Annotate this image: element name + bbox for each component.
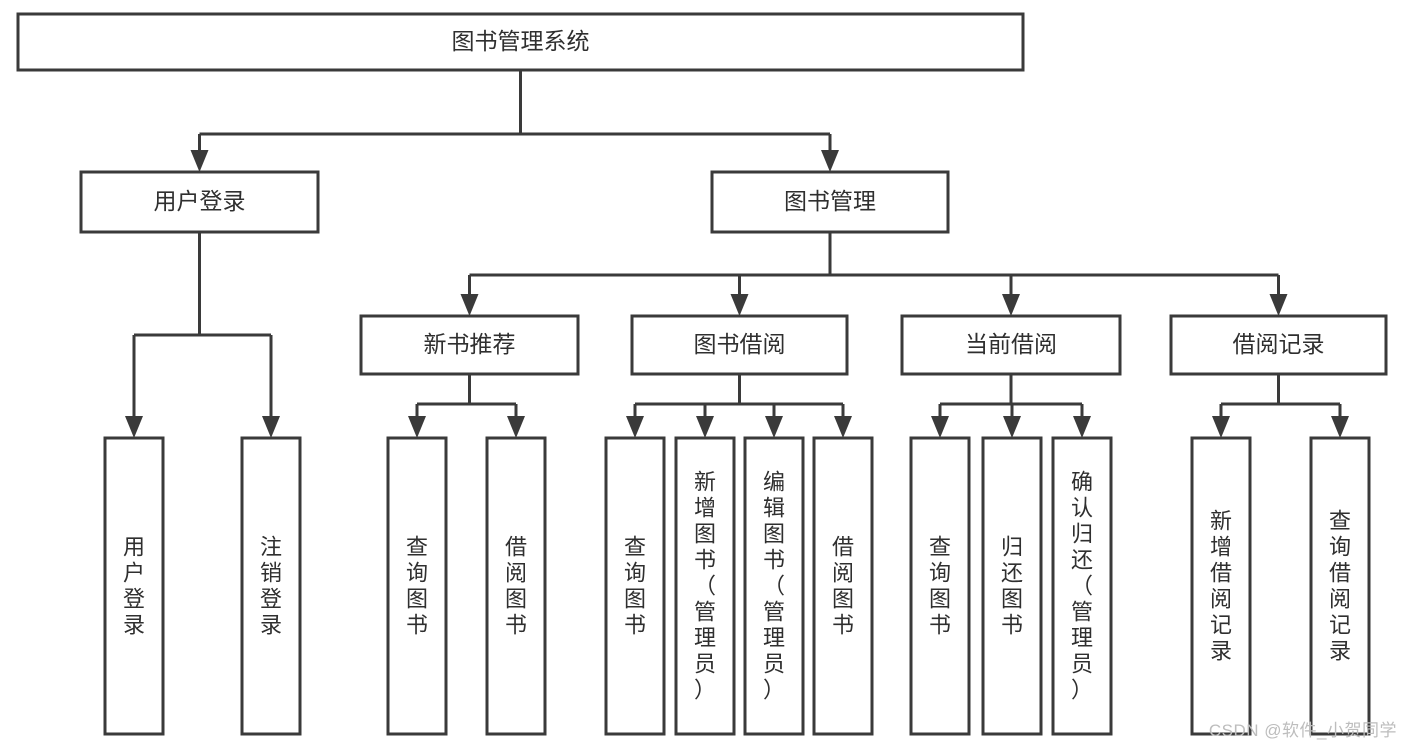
node-label: 新增图书（管理员）	[694, 469, 716, 702]
edge-group-borrow_log	[1212, 374, 1349, 438]
node-root[interactable]: 图书管理系统	[16, 12, 1025, 72]
node-label: 借阅图书	[832, 534, 854, 637]
node-box[interactable]	[386, 436, 448, 736]
node-label: 确认归还（管理员）	[1071, 469, 1093, 702]
node-label: 当前借阅	[965, 331, 1057, 357]
node-cur_borrow[interactable]: 当前借阅	[900, 314, 1122, 376]
node-box[interactable]	[630, 314, 849, 376]
node-box[interactable]	[16, 12, 1025, 72]
node-box[interactable]	[909, 436, 971, 736]
node-borrow_log[interactable]: 借阅记录	[1169, 314, 1388, 376]
node-leaf_q_book_2[interactable]: 查询图书	[604, 436, 666, 736]
node-box[interactable]	[604, 436, 666, 736]
node-new_book_rec[interactable]: 新书推荐	[359, 314, 580, 376]
node-box[interactable]	[240, 436, 302, 736]
node-leaf_return[interactable]: 归还图书	[981, 436, 1043, 736]
edge-group-root	[190, 70, 839, 172]
node-user_login[interactable]: 用户登录	[79, 170, 320, 234]
edge-group-new_book_rec	[408, 374, 525, 438]
node-leaf_confirm_return[interactable]: 确认归还（管理员）	[1051, 436, 1113, 736]
node-label: 查询借阅记录	[1329, 508, 1351, 663]
watermark-text: CSDN @软件_小贺同学	[1208, 721, 1397, 740]
node-label: 归还图书	[1001, 534, 1023, 637]
node-label: 查询图书	[929, 534, 951, 637]
node-box[interactable]	[1051, 436, 1113, 736]
node-box[interactable]	[485, 436, 547, 736]
node-leaf_logout[interactable]: 注销登录	[240, 436, 302, 736]
edge-group-cur_borrow	[931, 374, 1091, 438]
node-box[interactable]	[1309, 436, 1371, 736]
node-label: 查询图书	[624, 534, 646, 637]
node-leaf_add_log[interactable]: 新增借阅记录	[1190, 436, 1252, 736]
node-box[interactable]	[981, 436, 1043, 736]
node-label: 借阅记录	[1233, 331, 1325, 357]
node-book_mgmt[interactable]: 图书管理	[710, 170, 950, 234]
node-leaf_q_book_3[interactable]: 查询图书	[909, 436, 971, 736]
node-label: 图书管理	[784, 188, 876, 214]
node-label: 注销登录	[260, 534, 282, 637]
edge-group-book_mgmt	[460, 232, 1288, 316]
node-label: 用户登录	[123, 534, 145, 637]
edge-layer	[125, 70, 1349, 438]
node-box[interactable]	[359, 314, 580, 376]
node-label: 编辑图书（管理员）	[763, 469, 785, 702]
node-box[interactable]	[812, 436, 874, 736]
node-label: 借阅图书	[505, 534, 527, 637]
node-leaf_user_login[interactable]: 用户登录	[103, 436, 165, 736]
node-box[interactable]	[743, 436, 805, 736]
node-label: 新书推荐	[424, 331, 516, 357]
node-leaf_edit_book[interactable]: 编辑图书（管理员）	[743, 436, 805, 736]
node-box[interactable]	[1169, 314, 1388, 376]
edge-group-book_borrow	[626, 374, 852, 438]
node-leaf_q_log[interactable]: 查询借阅记录	[1309, 436, 1371, 736]
edge-group-user_login	[125, 232, 280, 438]
node-leaf_add_book[interactable]: 新增图书（管理员）	[674, 436, 736, 736]
node-label: 查询图书	[406, 534, 428, 637]
node-layer: 图书管理系统用户登录图书管理新书推荐图书借阅当前借阅借阅记录用户登录注销登录查询…	[16, 12, 1388, 736]
node-leaf_q_book_1[interactable]: 查询图书	[386, 436, 448, 736]
node-box[interactable]	[900, 314, 1122, 376]
node-box[interactable]	[1190, 436, 1252, 736]
node-leaf_b_book_1[interactable]: 借阅图书	[485, 436, 547, 736]
node-box[interactable]	[710, 170, 950, 234]
node-box[interactable]	[103, 436, 165, 736]
node-box[interactable]	[674, 436, 736, 736]
node-box[interactable]	[79, 170, 320, 234]
node-book_borrow[interactable]: 图书借阅	[630, 314, 849, 376]
node-label: 新增借阅记录	[1210, 508, 1232, 663]
node-label: 图书借阅	[694, 331, 786, 357]
node-label: 用户登录	[154, 188, 246, 214]
node-label: 图书管理系统	[452, 28, 590, 54]
node-leaf_b_book_2[interactable]: 借阅图书	[812, 436, 874, 736]
